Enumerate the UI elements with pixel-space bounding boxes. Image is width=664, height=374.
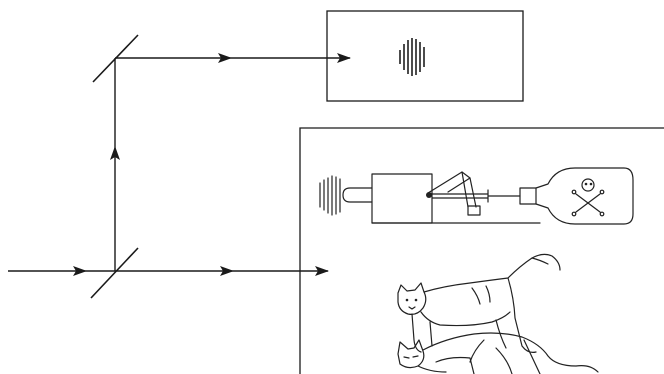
cat-box — [299, 127, 664, 374]
beam-paths — [8, 57, 350, 272]
interference-pattern-icon — [399, 38, 425, 76]
incoming-wave-icon — [319, 175, 341, 216]
beam-arrows — [73, 53, 351, 276]
cats-sketch — [397, 253, 599, 374]
arrow-right-2 — [220, 266, 234, 276]
cat-dead-icon — [397, 332, 599, 374]
arrow-right-5 — [337, 53, 351, 63]
mirror-icon — [92, 34, 139, 83]
cat-alive-icon — [397, 253, 561, 353]
arrow-right-3 — [315, 266, 329, 276]
cat-apparatus-sketch — [319, 167, 634, 225]
poison-flask-icon — [519, 167, 634, 225]
arrow-up — [110, 146, 120, 160]
detector-screen — [326, 10, 524, 102]
beam-splitter-icon — [90, 247, 139, 299]
arrow-right-4 — [218, 53, 232, 63]
arrow-right-1 — [73, 266, 87, 276]
